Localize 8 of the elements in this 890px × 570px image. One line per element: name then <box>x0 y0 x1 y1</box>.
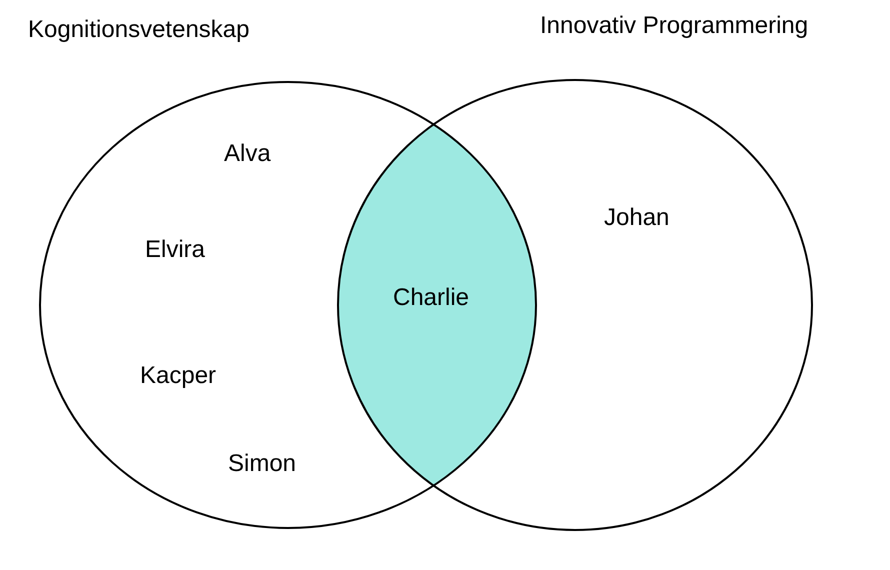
member-name: Elvira <box>145 236 206 264</box>
set-title: Kognitionsvetenskap <box>28 16 250 44</box>
set-title: Innovativ Programmering <box>540 12 808 40</box>
member-name: Simon <box>228 450 296 478</box>
member-name: Kacper <box>140 362 216 390</box>
member-name: Charlie <box>393 284 470 312</box>
member-name: Johan <box>604 204 670 232</box>
member-name: Alva <box>224 140 271 168</box>
